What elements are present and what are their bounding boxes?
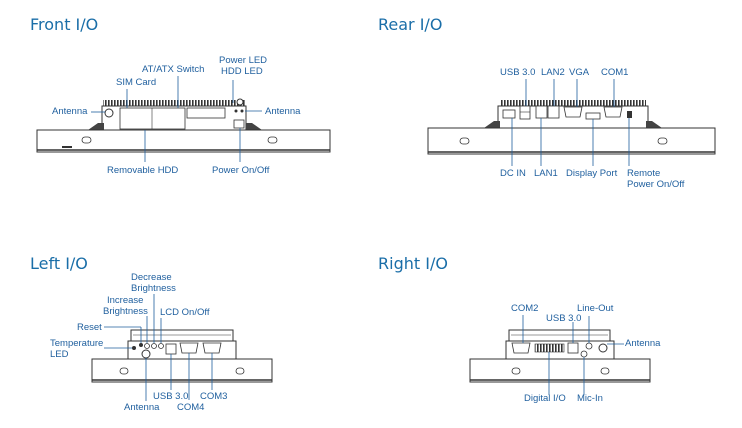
left-label-increase-brightness: Brightness [103, 306, 148, 317]
rear-label-remote: Remote [627, 168, 661, 179]
left-io-title: Left I/O [30, 254, 88, 273]
right-label-com2: COM2 [511, 303, 539, 314]
left-increase-brightness [144, 343, 150, 349]
front-label-at-atx-switch: AT/ATX Switch [142, 64, 205, 75]
left-label-antenna: Antenna [124, 402, 160, 413]
rear-label-usb30: USB 3.0 [500, 67, 536, 78]
rear-remote-power [627, 111, 632, 118]
left-antenna-port [141, 349, 151, 359]
left-label-com3: COM3 [200, 391, 228, 402]
right-line-out [585, 342, 593, 350]
right-mic-in [580, 350, 588, 358]
right-label-line-out: Line-Out [577, 303, 614, 314]
right-label-digital-io: Digital I/O [524, 393, 566, 404]
rear-label-display-port: Display Port [566, 168, 618, 179]
right-label-antenna: Antenna [625, 338, 661, 349]
front-label-removable-hdd: Removable HDD [107, 165, 179, 176]
rear-label-vga: VGA [569, 67, 590, 78]
left-temp-led [132, 346, 136, 350]
rear-io-title: Rear I/O [378, 15, 443, 34]
left-com4 [179, 342, 199, 354]
rear-heatsink [500, 100, 646, 106]
right-io-title: Right I/O [378, 254, 448, 273]
rear-usb-stack [519, 105, 531, 120]
rear-label-remote-power: Power On/Off [627, 179, 685, 190]
right-antenna-port [598, 343, 608, 353]
front-label-sim-card: SIM Card [116, 77, 157, 88]
left-label-temperature: Temperature [50, 338, 104, 349]
right-label-usb30: USB 3.0 [546, 313, 582, 324]
left-top-plate [130, 329, 234, 342]
front-label-power-led: Power LED [219, 55, 268, 66]
left-panel-base [91, 358, 273, 383]
left-label-decrease: Decrease [131, 272, 172, 283]
left-label-com4: COM4 [177, 402, 205, 413]
right-top-plate [508, 329, 611, 342]
rear-panel-base [427, 127, 716, 155]
front-label-power-on-off: Power On/Off [212, 165, 270, 176]
front-hdd-bay [119, 107, 186, 130]
rear-com1 [603, 106, 623, 118]
rear-label-com1: COM1 [601, 67, 629, 78]
rear-label-lan1: LAN1 [534, 168, 558, 179]
left-label-usb30: USB 3.0 [153, 391, 189, 402]
rear-lan2 [547, 105, 560, 119]
rear-device [427, 79, 716, 166]
left-label-temperature-led: LED [50, 349, 69, 360]
rear-lan1 [535, 105, 548, 119]
rear-display-port [585, 112, 601, 120]
right-usb30 [567, 342, 579, 354]
right-panel-base [469, 358, 651, 383]
left-reset [139, 343, 143, 347]
left-usb30 [165, 343, 177, 355]
left-label-increase: Increase [107, 295, 144, 306]
left-com3 [202, 342, 222, 354]
front-io-title: Front I/O [30, 15, 99, 34]
rear-vga [563, 106, 583, 118]
front-device [36, 76, 331, 162]
right-digital-io [534, 343, 565, 353]
front-antenna-right [236, 98, 244, 106]
right-label-mic-in: Mic-In [577, 393, 603, 404]
left-device [91, 294, 273, 401]
rear-label-lan2: LAN2 [541, 67, 565, 78]
rear-label-dc-in: DC IN [500, 168, 526, 179]
right-device [469, 315, 651, 395]
front-sim-slot [186, 107, 226, 119]
front-antenna-left [104, 108, 114, 118]
left-lcd-on-off [158, 343, 164, 349]
front-label-antenna-left: Antenna [52, 106, 88, 117]
rear-dc-in [502, 109, 516, 119]
front-label-antenna-right: Antenna [265, 106, 301, 117]
left-label-decrease-brightness: Brightness [131, 283, 176, 294]
right-com2 [511, 342, 531, 354]
left-label-lcd-on-off: LCD On/Off [160, 307, 210, 318]
front-panel-base [36, 129, 331, 153]
front-power-button [233, 119, 245, 129]
front-heatsink [103, 100, 245, 106]
front-label-hdd-led: HDD LED [221, 66, 263, 77]
left-label-reset: Reset [77, 322, 102, 333]
left-decrease-brightness [151, 343, 157, 349]
